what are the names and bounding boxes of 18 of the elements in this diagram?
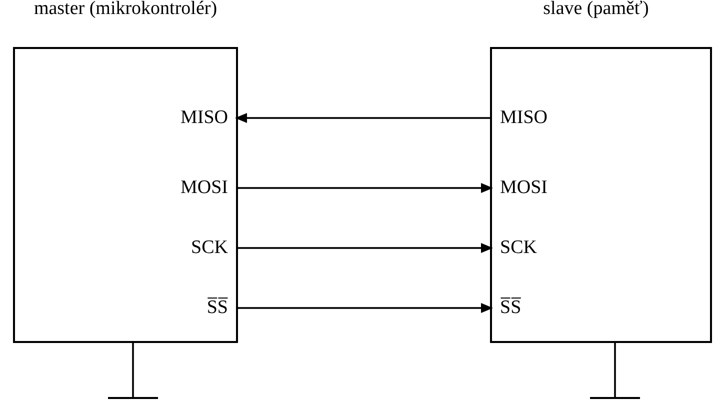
arrow [236, 303, 493, 313]
arrow [236, 183, 493, 193]
arrow [235, 113, 492, 123]
pin-label: S̅S̅ [492, 297, 522, 319]
arrow [236, 243, 493, 253]
connector-line [614, 343, 616, 397]
pin-label: MISO [180, 107, 236, 129]
connector-line [132, 343, 134, 397]
pin-label: MISO [492, 107, 548, 129]
pin-label: SCK [191, 237, 236, 259]
pin-label: MOSI [492, 177, 548, 199]
pin-label: SCK [492, 237, 537, 259]
pin-label: S̅S̅ [206, 297, 236, 319]
chip-box [13, 47, 238, 343]
chip-heading: slave (paměť) [542, 0, 650, 20]
pin-label: MOSI [180, 177, 236, 199]
chip-box [490, 47, 712, 343]
chip-heading: master (mikrokontrolér) [32, 0, 218, 20]
